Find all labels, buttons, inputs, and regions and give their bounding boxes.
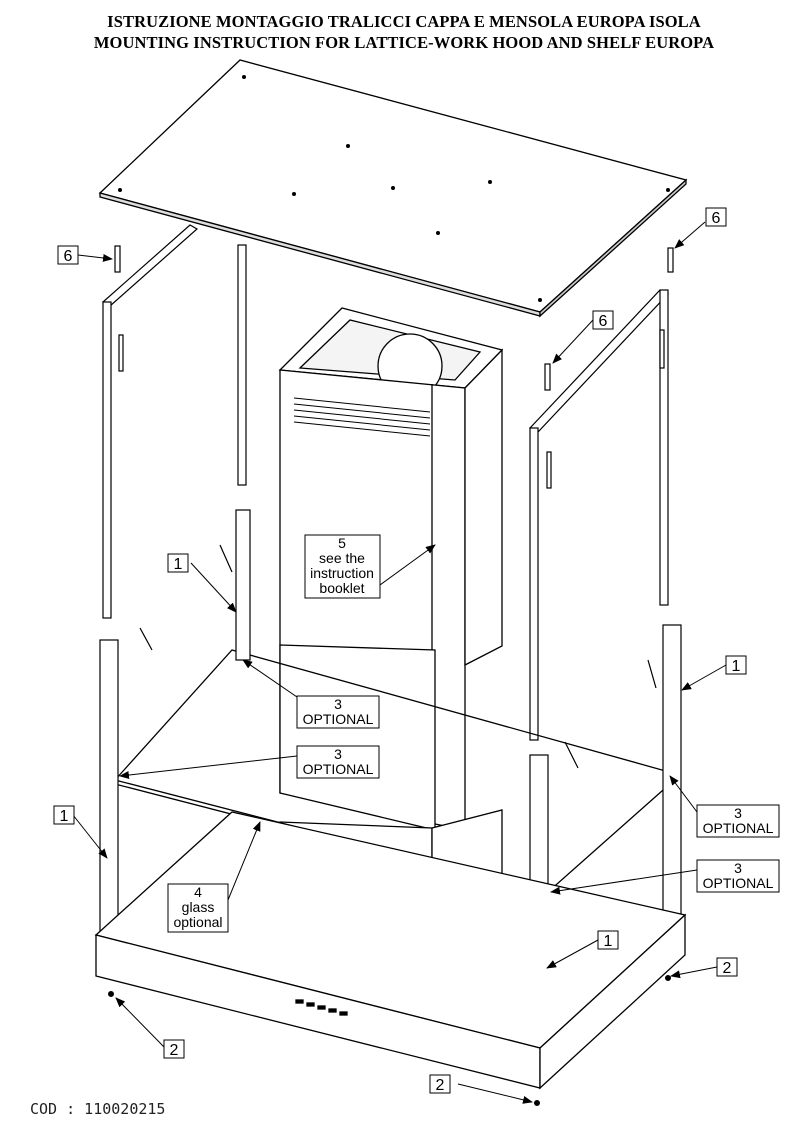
callout-4-number: 4 <box>194 884 202 900</box>
callout-3-a-text: OPTIONAL <box>303 711 374 727</box>
upper-frame-left <box>101 224 247 619</box>
callout-2-left: 2 <box>163 1039 185 1059</box>
small-screws <box>108 975 671 1106</box>
callout-3-b: 3 OPTIONAL <box>296 745 380 779</box>
callout-1-lower-right-number: 1 <box>604 933 613 950</box>
leader-lines <box>72 221 727 1104</box>
callout-3-d: 3 OPTIONAL <box>696 859 780 893</box>
callout-5-line4: booklet <box>319 580 364 596</box>
callout-3-b-number: 3 <box>334 746 342 762</box>
callout-3-a-number: 3 <box>334 696 342 712</box>
hood-base-tray <box>94 811 687 1090</box>
callout-5-number: 5 <box>338 535 346 551</box>
callout-6-mid: 6 <box>592 310 614 330</box>
callout-5-line2: see the <box>319 550 365 566</box>
callout-2-right-number: 2 <box>723 960 732 977</box>
callout-2-left-number: 2 <box>170 1042 179 1059</box>
callout-3-b-text: OPTIONAL <box>303 761 374 777</box>
callout-1-lower-left: 1 <box>53 805 75 825</box>
title-italian: ISTRUZIONE MONTAGGIO TRALICCI CAPPA E ME… <box>107 12 701 31</box>
upper-frame-right <box>529 289 669 741</box>
callout-2-right: 2 <box>716 957 738 977</box>
callout-2-bottom: 2 <box>429 1074 451 1094</box>
callout-6-right-number: 6 <box>712 210 721 227</box>
callout-4-line2: glass <box>182 899 215 915</box>
callout-3-d-number: 3 <box>734 860 742 876</box>
callout-3-d-text: OPTIONAL <box>703 875 774 891</box>
product-code: COD : 110020215 <box>30 1100 166 1118</box>
callout-1-upper-right: 1 <box>725 655 747 675</box>
callout-6-left: 6 <box>57 245 79 265</box>
callout-6-mid-number: 6 <box>599 313 608 330</box>
callout-1-upper-right-number: 1 <box>732 658 741 675</box>
callout-1-lower-left-number: 1 <box>60 808 69 825</box>
lower-posts <box>99 509 682 971</box>
callout-1-lower-right: 1 <box>597 930 619 950</box>
callout-1-upper-left-number: 1 <box>174 556 183 573</box>
callout-4-line3: optional <box>173 914 222 930</box>
ceiling-plate <box>98 59 688 318</box>
callout-5: 5 see the instruction booklet <box>304 534 381 599</box>
callout-3-c-number: 3 <box>734 805 742 821</box>
callout-3-c-text: OPTIONAL <box>703 820 774 836</box>
callout-1-upper-left: 1 <box>167 553 189 573</box>
title-english: MOUNTING INSTRUCTION FOR LATTICE-WORK HO… <box>93 33 715 52</box>
callout-4: 4 glass optional <box>167 883 229 933</box>
callout-5-line3: instruction <box>310 565 374 581</box>
callout-3-a: 3 OPTIONAL <box>296 695 380 729</box>
screws <box>114 245 674 489</box>
callout-2-bottom-number: 2 <box>436 1077 445 1094</box>
callout-3-c: 3 OPTIONAL <box>696 804 780 838</box>
callout-6-left-number: 6 <box>64 248 73 265</box>
callout-6-right: 6 <box>705 207 727 227</box>
